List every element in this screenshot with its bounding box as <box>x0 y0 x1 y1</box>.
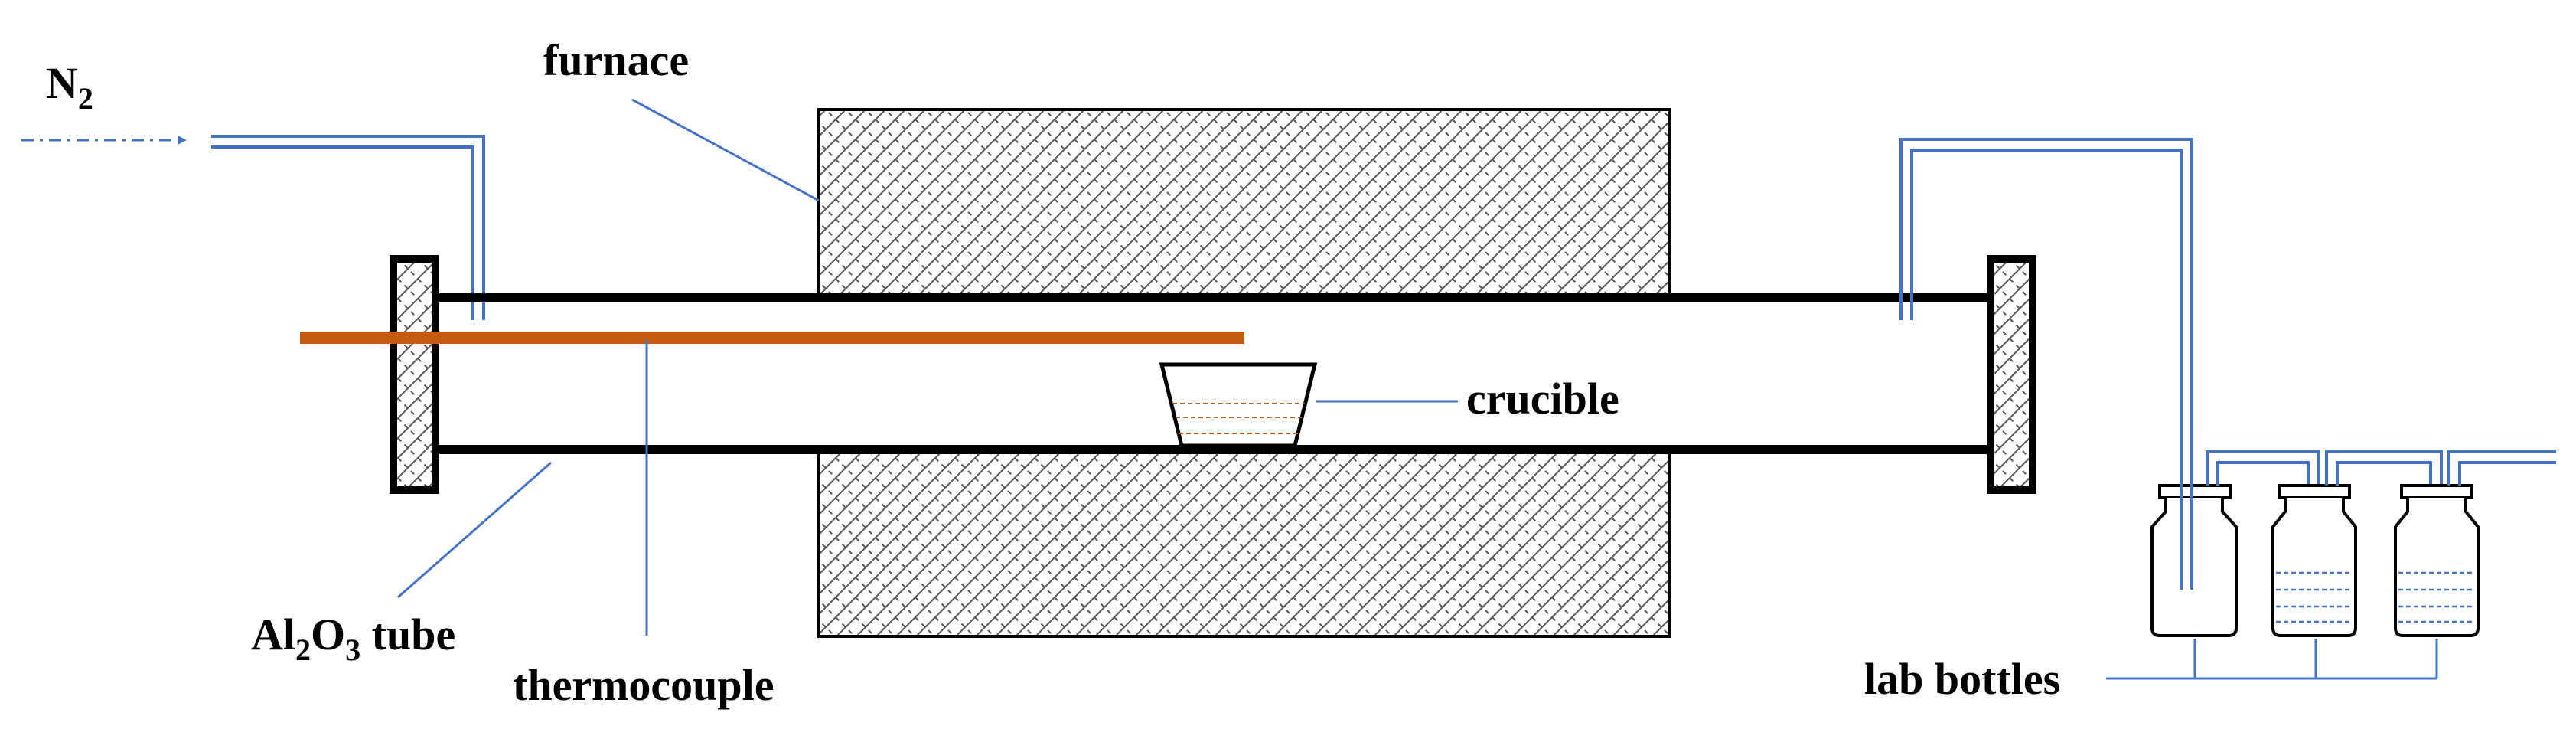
inlet-gas-pipe <box>211 135 485 320</box>
flange-left <box>390 255 439 494</box>
leader-tube <box>397 461 552 599</box>
furnace-block-bottom <box>817 449 1671 638</box>
lab-bottle-3 <box>2394 450 2556 637</box>
flange-right <box>1987 255 2036 494</box>
tube-label: Al2O3 tube <box>251 610 455 667</box>
furnace-label: furnace <box>543 35 689 85</box>
crucible-label: crucible <box>1466 374 1619 423</box>
leader-furnace <box>631 98 820 202</box>
leader-lines <box>397 98 2438 680</box>
thermocouple-label: thermocouple <box>513 660 774 710</box>
outlet-gas-pipe <box>1899 138 2193 590</box>
furnace-block-top <box>817 108 1671 299</box>
leader-bottles <box>2106 639 2438 680</box>
gas-label: N2 <box>46 58 93 116</box>
crucible <box>1159 362 1318 448</box>
lab-bottles-label: lab bottles <box>1864 654 2060 704</box>
